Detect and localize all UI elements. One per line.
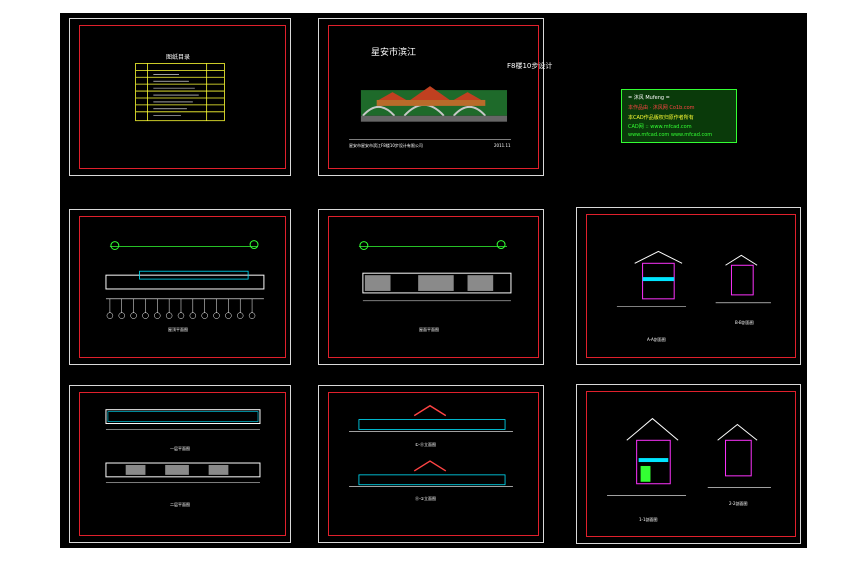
cover-footer-right: 2011.11	[494, 143, 511, 148]
elevation-caption-a: ①-⑪立面图	[415, 442, 437, 447]
plan-1-caption: 屋顶平面图	[168, 327, 188, 332]
section-large-caption-a: 1-1剖面图	[639, 517, 658, 522]
sheet-section-small[interactable]: A-A剖面图 B-B剖面图	[576, 207, 801, 365]
sheet-border	[328, 216, 539, 358]
watermark-stamp: = 沐风 Mufeng = 本作品由 · 沐风网 Co1b.com 本CAD作品…	[621, 89, 737, 143]
sheet-plan-3[interactable]: 一层平面图 二层平面图	[69, 385, 291, 543]
plan-3-caption-b: 二层平面图	[170, 502, 190, 507]
section-a-caption: A-A剖面图	[647, 337, 666, 342]
sheet-border	[79, 392, 286, 536]
cover-footer-left: 星安市星安市滨江F8楼10步设计有限公司	[349, 143, 423, 148]
sheet-elevation[interactable]: ①-⑪立面图 ⑪-①立面图	[318, 385, 544, 543]
sheet-border	[79, 25, 286, 169]
project-name: 星安市滨江	[371, 48, 417, 58]
plan-2-caption: 屋面平面图	[419, 327, 439, 332]
sheet-border	[328, 25, 539, 169]
sheet-border	[586, 391, 796, 537]
stamp-line-2: 本作品由 · 沐风网 Co1b.com	[628, 105, 695, 111]
sheet-cover-title[interactable]: 星安市滨江 F8楼10步设计 星安市星安市滨江F8楼10步设计有限公司 2011…	[318, 18, 552, 176]
stamp-line-1: = 沐风 Mufeng =	[628, 95, 670, 101]
stamp-line-5: www.mfcad.com www.mfcad.com	[628, 132, 713, 138]
stamp-line-4: CAD网 :: www.mfcad.com	[628, 124, 692, 130]
sheet-border	[328, 392, 539, 536]
sheet-plan-1[interactable]: 屋顶平面图	[69, 209, 291, 365]
index-title: 图纸目录	[166, 54, 191, 61]
sheet-section-large[interactable]: 1-1剖面图 2-2剖面图	[576, 384, 801, 544]
sheet-border	[586, 214, 796, 358]
sheet-plan-2[interactable]: 屋面平面图	[318, 209, 544, 365]
sheet-drawing-index[interactable]: 图纸目录	[69, 18, 291, 176]
plan-3-caption-a: 一层平面图	[170, 446, 190, 451]
cad-drawing-canvas[interactable]: 图纸目录 星安市滨江 F8楼10步设计 星安市星安市滨江F8楼10步设计有限公司…	[60, 13, 807, 548]
design-subtitle: F8楼10步设计	[507, 62, 553, 70]
section-b-caption: B-B剖面图	[735, 320, 754, 325]
sheet-border	[79, 216, 286, 358]
stamp-line-3: 本CAD作品版权归原作者所有	[628, 115, 694, 121]
elevation-caption-b: ⑪-①立面图	[415, 496, 437, 501]
section-large-caption-b: 2-2剖面图	[729, 501, 748, 506]
